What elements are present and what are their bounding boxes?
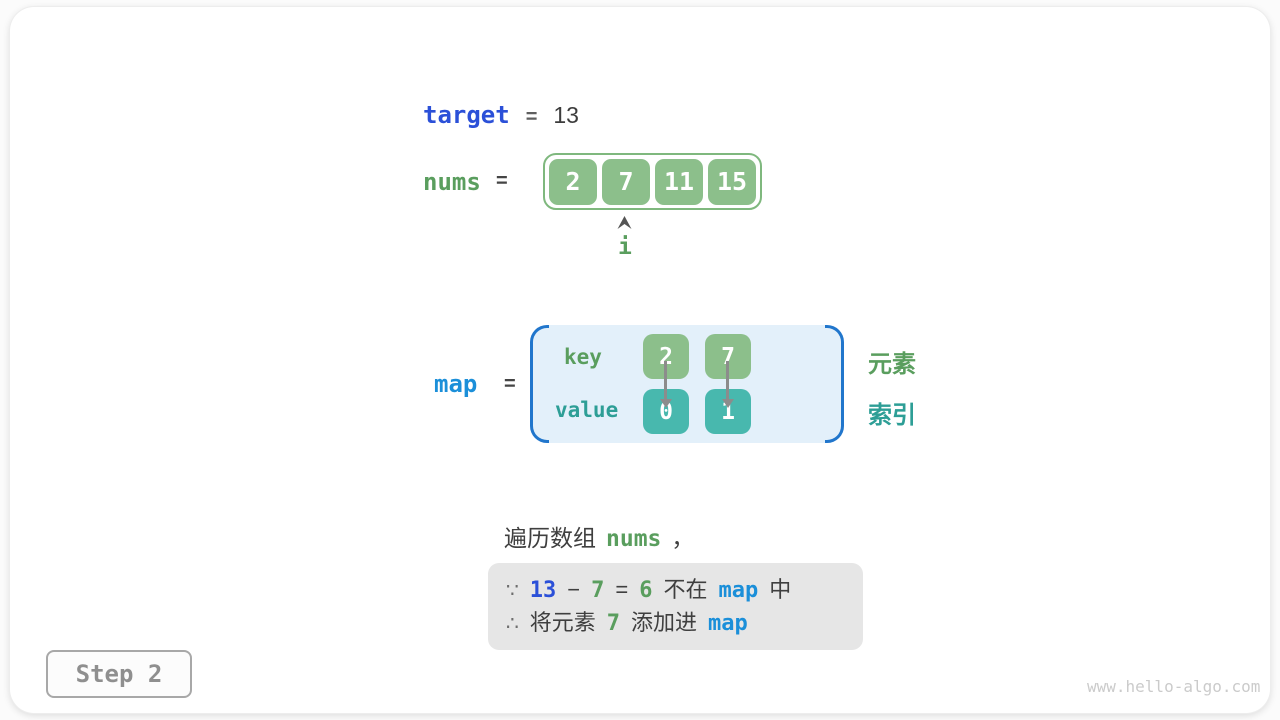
nums-array-cell: 2: [549, 158, 597, 205]
site-watermark: www.hello-algo.com: [1087, 677, 1261, 696]
nums-array-container: 2 7 11 15: [543, 153, 762, 210]
map-variable-label: map: [434, 370, 478, 398]
map-container: key value 2 7 0 1: [530, 325, 844, 443]
note-equals-sign: =: [615, 577, 629, 602]
key-to-value-arrow: [659, 361, 672, 408]
index-pointer-label: i: [618, 234, 632, 260]
index-pointer-arrow-icon: [617, 216, 632, 229]
note-target-value: 13: [529, 578, 557, 603]
map-element-annotation: 元素: [868, 351, 916, 378]
step-badge: Step 2: [46, 650, 192, 698]
nums-array-cell: 11: [655, 158, 703, 205]
caption-prefix: 遍历数组: [504, 525, 596, 551]
note-not-in-text: 不在: [663, 577, 708, 602]
note-add-prefix: 将元素: [529, 610, 596, 635]
caption-row: 遍历数组 nums ，: [504, 519, 694, 553]
because-symbol: ∵: [506, 580, 519, 602]
map-left-bracket: [530, 325, 549, 443]
map-right-bracket: [825, 325, 844, 443]
nums-equals-sign: =: [496, 170, 508, 192]
diagram-card: target = 13 nums = 2 7 11 15 i map = key…: [10, 7, 1270, 713]
note-map-code: map: [708, 611, 748, 636]
caption-nums-code: nums: [606, 526, 662, 552]
note-line-therefore: ∴ 将元素 7 添加进 map: [506, 607, 863, 640]
note-in-suffix: 中: [769, 577, 792, 602]
note-add-mid: 添加进: [631, 610, 698, 635]
target-row: target = 13: [423, 101, 579, 129]
key-to-value-arrow: [721, 361, 734, 408]
map-index-annotation: 索引: [868, 402, 916, 429]
note-map-code: map: [718, 578, 759, 603]
map-key-row-label: key: [564, 345, 602, 369]
nums-array-cell: 7: [602, 158, 650, 205]
caption-comma: ，: [671, 525, 695, 551]
note-added-element: 7: [606, 611, 620, 636]
explanation-note-box: ∵ 13 − 7 = 6 不在 map 中 ∴ 将元素 7 添加进 map: [488, 563, 863, 650]
note-line-because: ∵ 13 − 7 = 6 不在 map 中: [506, 574, 863, 607]
map-equals-sign: =: [504, 373, 516, 395]
therefore-symbol: ∴: [506, 613, 519, 635]
target-variable-label: target: [423, 101, 510, 129]
note-current-element: 7: [591, 578, 605, 603]
nums-variable-label: nums: [423, 168, 481, 196]
target-value: 13: [553, 102, 579, 128]
target-equals-sign: =: [525, 106, 538, 128]
map-value-row-label: value: [555, 398, 619, 422]
note-difference: 6: [639, 578, 653, 603]
nums-array-cell: 15: [708, 158, 756, 205]
minus-sign: −: [567, 577, 581, 602]
